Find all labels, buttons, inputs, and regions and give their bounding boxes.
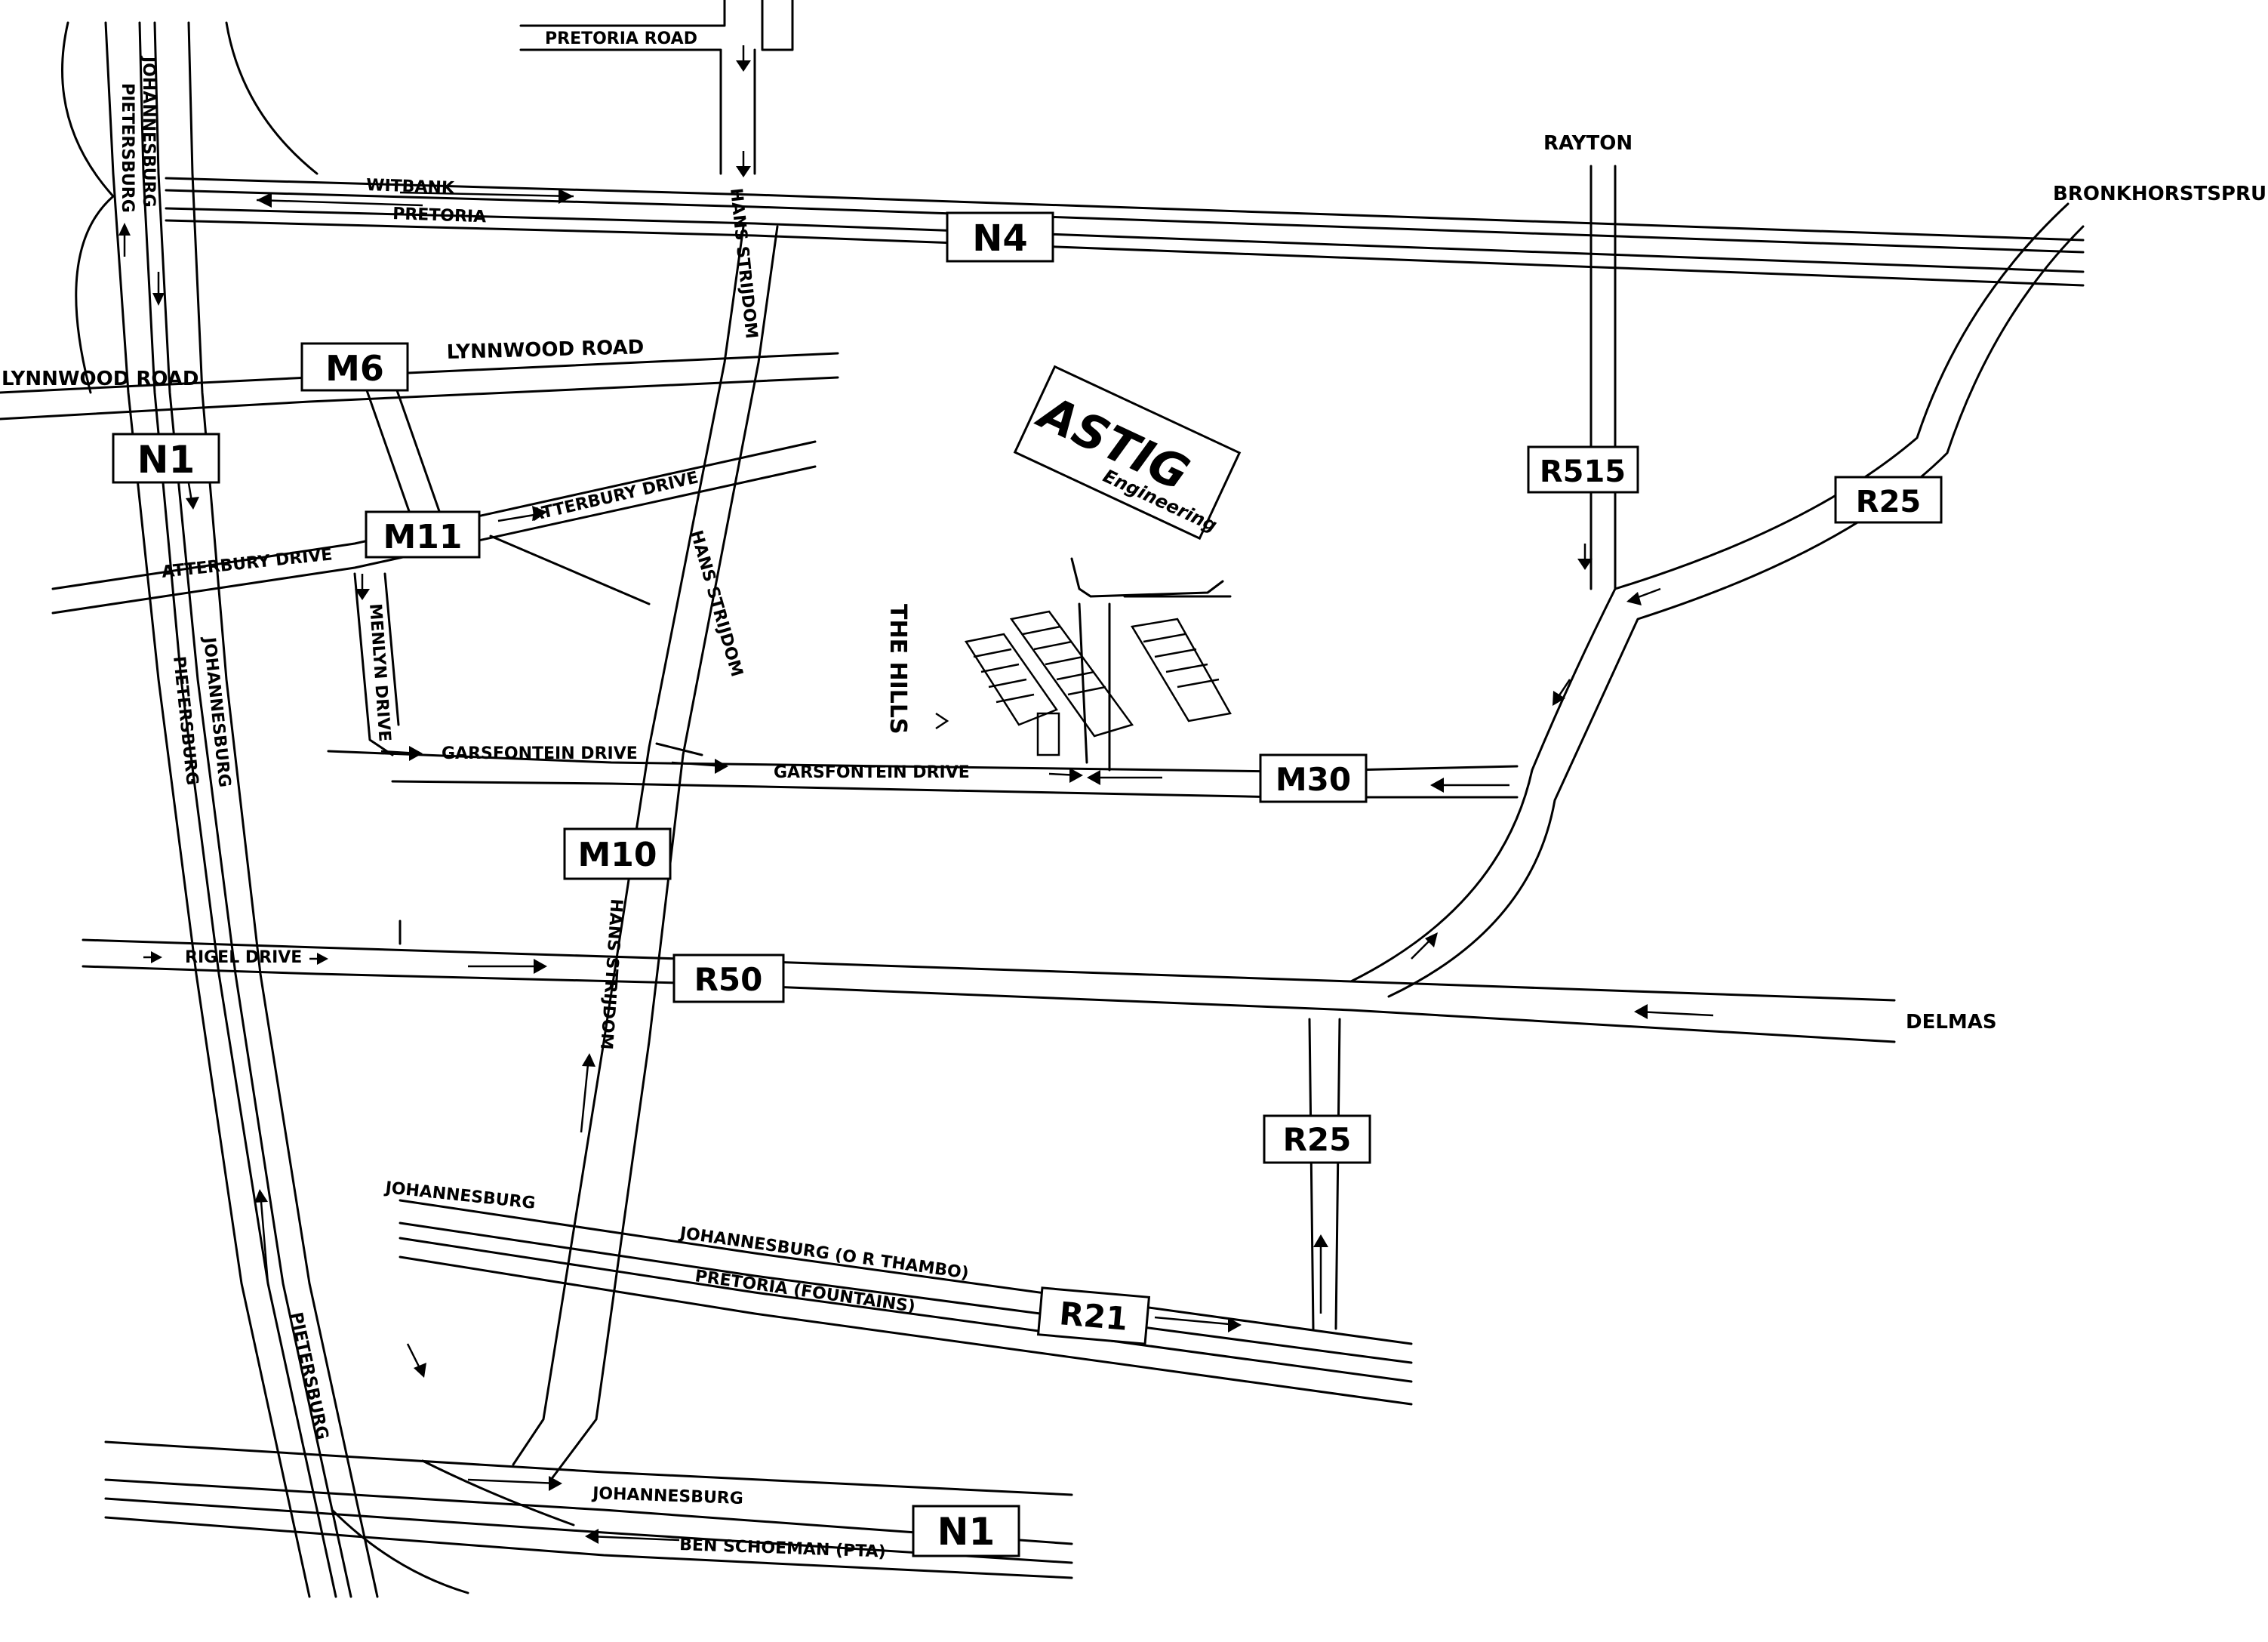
place-bronkhorstspruit: BRONKHORSTSPRUIT bbox=[2053, 183, 2268, 205]
astig-logo: ASTIG Engineering bbox=[1013, 365, 1242, 541]
shield-m6: M6 bbox=[300, 342, 409, 392]
shield-r25-bottom: R25 bbox=[1263, 1114, 1371, 1164]
label-n1-johannesburg-mid: JOHANNESBURG bbox=[199, 635, 234, 788]
building bbox=[1036, 712, 1060, 756]
arrow bbox=[355, 574, 370, 600]
arrow bbox=[406, 1343, 426, 1378]
arrow bbox=[671, 759, 728, 774]
arrow bbox=[152, 272, 165, 306]
arrow bbox=[399, 189, 574, 204]
label-lynnwood-road-left: LYNNWOOD ROAD bbox=[2, 368, 199, 390]
arrow bbox=[1577, 544, 1593, 570]
label-pretoria-road: PRETORIA ROAD bbox=[545, 29, 697, 48]
label-atterbury-drive-left: ATTERBURY DRIVE bbox=[161, 545, 334, 582]
astig-site-buildings bbox=[935, 610, 1232, 756]
garsfontein-drive bbox=[327, 750, 1519, 773]
r50-road bbox=[82, 938, 1896, 1002]
arrow bbox=[1087, 770, 1162, 785]
svg-text:R25: R25 bbox=[1856, 485, 1921, 519]
road-network bbox=[0, 0, 2085, 1598]
hans-strijdom-road bbox=[512, 225, 745, 1466]
shield-n1-top: N1 bbox=[112, 433, 220, 484]
arrow bbox=[1634, 1004, 1714, 1019]
arrow bbox=[585, 1529, 680, 1544]
r25-lower-road bbox=[1308, 1018, 1315, 1330]
arrow bbox=[1430, 778, 1509, 793]
label-hans-strijdom-low: HANS STRIJDOM bbox=[596, 898, 626, 1051]
label-rigel-drive: RIGEL DRIVE bbox=[185, 948, 302, 967]
building bbox=[964, 633, 1058, 726]
shield-m11: M11 bbox=[365, 510, 481, 559]
svg-text:N1: N1 bbox=[137, 438, 195, 482]
shield-m10: M10 bbox=[563, 827, 672, 880]
arrow bbox=[1313, 1234, 1328, 1314]
arrow bbox=[1626, 587, 1661, 605]
svg-text:R50: R50 bbox=[694, 961, 763, 998]
arrow bbox=[467, 1476, 562, 1491]
svg-text:N4: N4 bbox=[972, 217, 1028, 260]
svg-text:M6: M6 bbox=[325, 348, 384, 389]
building bbox=[1009, 610, 1134, 738]
label-lynnwood-road-right: LYNNWOOD ROAD bbox=[446, 336, 644, 364]
arrow bbox=[1048, 768, 1083, 783]
label-garsfontein-right: GARSFONTEIN DRIVE bbox=[774, 763, 970, 782]
label-n1-bottom-ben-schoeman: BEN SCHOEMAN (PTA) bbox=[679, 1536, 886, 1562]
arrow bbox=[1154, 1316, 1242, 1332]
shield-r515: R515 bbox=[1527, 445, 1639, 494]
arrow bbox=[736, 45, 751, 72]
shield-r50: R50 bbox=[672, 953, 785, 1003]
shield-n4: N4 bbox=[946, 211, 1054, 263]
svg-text:R21: R21 bbox=[1058, 1295, 1130, 1338]
shield-m30: M30 bbox=[1259, 753, 1368, 803]
label-hans-strijdom-mid: HANS STRIJDOM bbox=[686, 528, 746, 679]
arrow bbox=[468, 959, 547, 974]
label-n1-bottom-johannesburg: JOHANNESBURG bbox=[591, 1484, 743, 1508]
building bbox=[935, 712, 949, 730]
svg-text:M10: M10 bbox=[577, 836, 657, 874]
arrow bbox=[580, 1053, 595, 1133]
label-r21-johannesburg: JOHANNESBURG bbox=[383, 1178, 536, 1213]
arrow bbox=[497, 506, 547, 522]
n1-road-left bbox=[104, 21, 311, 1598]
r25-road bbox=[1349, 202, 2070, 983]
arrow bbox=[256, 193, 423, 208]
arrow bbox=[1411, 932, 1438, 960]
place-the-hills: THE HILLS bbox=[885, 604, 911, 735]
n1-road-bottom bbox=[104, 1440, 1073, 1496]
arrow bbox=[1553, 679, 1571, 706]
shield-n1-bottom: N1 bbox=[912, 1505, 1020, 1557]
shield-r25-top: R25 bbox=[1834, 476, 1943, 524]
label-garsfontein-left: GARSFONTEIN DRIVE bbox=[442, 744, 638, 763]
svg-text:N1: N1 bbox=[937, 1510, 996, 1554]
label-n1-pietersburg-top: PIETERSBURG bbox=[118, 83, 137, 213]
building bbox=[1130, 618, 1232, 722]
svg-text:R515: R515 bbox=[1540, 454, 1626, 489]
svg-text:M11: M11 bbox=[383, 518, 462, 556]
label-n1-johannesburg-top: JOHANNESBURG bbox=[139, 55, 158, 208]
label-n1-pietersburg-low: PIETERSBURG bbox=[286, 1311, 331, 1441]
place-delmas: DELMAS bbox=[1906, 1011, 1997, 1034]
arrow bbox=[736, 151, 751, 177]
pretoria-road bbox=[519, 0, 726, 27]
atterbury-drive bbox=[51, 440, 817, 590]
label-witbank: WITBANK bbox=[366, 176, 455, 198]
arrow bbox=[254, 1189, 269, 1284]
arrow bbox=[143, 951, 162, 963]
place-rayton: RAYTON bbox=[1543, 132, 1633, 155]
label-pretoria: PRETORIA bbox=[392, 205, 487, 226]
shield-r21: R21 bbox=[1036, 1286, 1151, 1345]
arrow bbox=[309, 953, 328, 965]
arrow bbox=[118, 223, 131, 257]
n4-road bbox=[165, 177, 2085, 242]
arrow bbox=[186, 482, 199, 510]
svg-text:M30: M30 bbox=[1276, 761, 1351, 798]
menlyn-drive bbox=[353, 572, 394, 756]
svg-text:R25: R25 bbox=[1283, 1121, 1352, 1158]
direction-arrows bbox=[118, 45, 1714, 1544]
r21-road bbox=[399, 1199, 1413, 1345]
arrow bbox=[380, 746, 423, 761]
